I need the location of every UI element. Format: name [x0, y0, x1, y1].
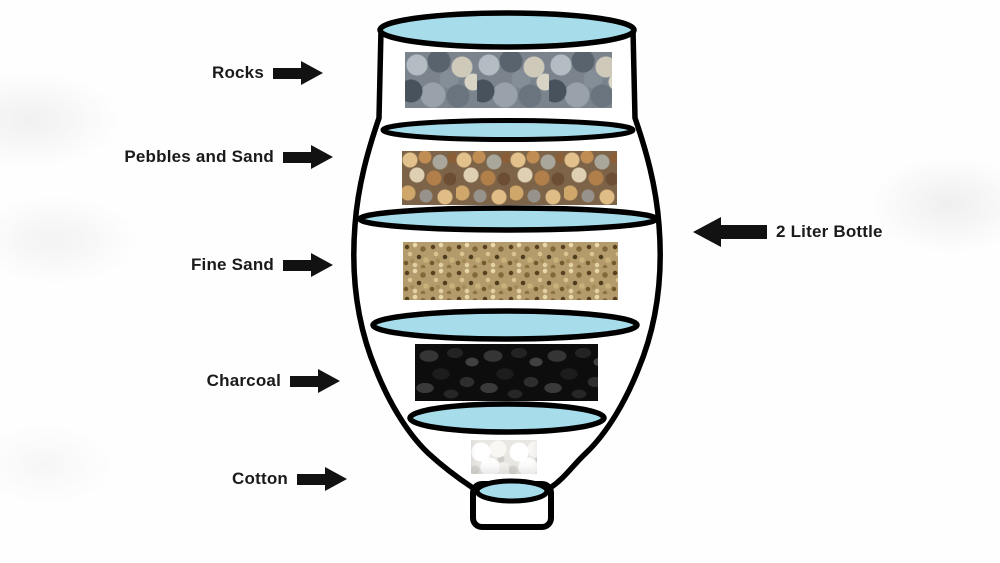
arrow-right-icon [283, 253, 333, 277]
label-charcoal: Charcoal [60, 366, 340, 396]
arrow-left-icon [693, 217, 767, 247]
water-in-cap [474, 478, 550, 504]
water-below-rocks [380, 118, 636, 142]
water-top-rim [377, 10, 637, 50]
bottle-right-outline [547, 27, 663, 491]
label-2-liter-bottle: 2 Liter Bottle [693, 217, 933, 247]
arrow-right-icon [290, 369, 340, 393]
label-fine-sand: Fine Sand [60, 250, 333, 280]
label-text: Charcoal [206, 371, 281, 390]
rocks-layer-photo [405, 52, 612, 108]
water-below-charcoal [407, 401, 607, 435]
water-below-pebbles [357, 205, 659, 233]
label-cotton: Cotton [60, 464, 347, 494]
label-text: Cotton [232, 469, 288, 488]
arrow-right-icon [297, 467, 347, 491]
label-rocks: Rocks [60, 58, 323, 88]
label-text: Pebbles and Sand [124, 147, 274, 166]
water-below-fine-sand [370, 308, 640, 342]
pebbles-and-sand-layer-photo [402, 151, 617, 205]
arrow-right-icon [273, 61, 323, 85]
label-text: Rocks [211, 63, 264, 82]
label-text: Fine Sand [190, 255, 274, 274]
charcoal-layer-photo [415, 344, 598, 401]
label-pebbles-and-sand: Pebbles and Sand [60, 142, 333, 172]
bottle-left-outline [351, 27, 476, 491]
fine-sand-layer-photo [403, 242, 618, 300]
label-text: 2 Liter Bottle [776, 222, 883, 241]
arrow-right-icon [283, 145, 333, 169]
cotton-layer-photo [471, 440, 537, 474]
